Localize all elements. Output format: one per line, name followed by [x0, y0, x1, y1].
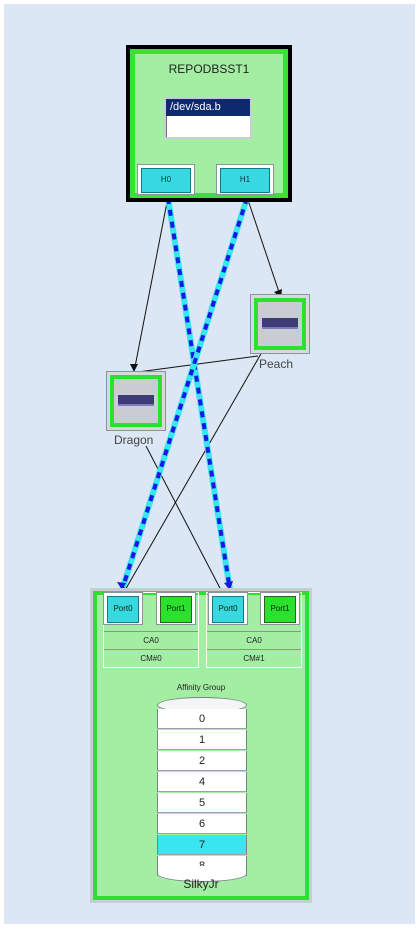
active-path-h1 [119, 197, 250, 591]
switch-icon [118, 395, 154, 406]
switch-peach[interactable] [250, 294, 310, 354]
switch-dragon-label: Dragon [114, 433, 154, 447]
device-path: /dev/sda.b [166, 99, 250, 116]
link-h0-dragon [133, 196, 169, 373]
controller-module-1[interactable]: CA0 CM#1 [206, 592, 302, 668]
lun-7-selected[interactable]: 7 [157, 835, 247, 855]
host-name: REPODBSST1 [168, 62, 250, 76]
host-port-h1[interactable]: H1 [216, 164, 274, 195]
host-port-h0[interactable]: H0 [137, 164, 195, 195]
cm-label: CM#0 [104, 649, 198, 667]
arrowhead [130, 364, 138, 372]
lun-1[interactable]: 1 [157, 730, 247, 750]
cm-label: CM#1 [207, 649, 301, 667]
link-dragon-peach [137, 355, 259, 373]
lun-0[interactable]: 0 [157, 709, 247, 729]
switch-peach-label: Peach [259, 357, 294, 371]
switch-icon [262, 318, 298, 329]
storage-port-cm0-port0[interactable]: Port0 [103, 592, 143, 625]
storage-port-cm1-port0[interactable]: Port0 [208, 592, 248, 625]
affinity-group-title: Affinity Group [176, 683, 226, 692]
arrowhead [117, 582, 126, 590]
lun-stack-bottom [157, 866, 247, 882]
host-port-label: H1 [220, 168, 270, 193]
switch-dragon[interactable] [106, 371, 166, 431]
ca-label: CA0 [207, 631, 301, 649]
host-device-box[interactable]: /dev/sda.b [164, 97, 252, 139]
storage-port-cm0-port1[interactable]: Port1 [156, 592, 196, 625]
link-peach-port0a [123, 351, 263, 593]
lun-2[interactable]: 2 [157, 751, 247, 771]
arrowhead [224, 581, 233, 590]
ca-label: CA0 [104, 631, 198, 649]
lun-4[interactable]: 4 [157, 772, 247, 792]
lun-6[interactable]: 6 [157, 814, 247, 834]
lun-5[interactable]: 5 [157, 793, 247, 813]
controller-module-0[interactable]: CA0 CM#0 [103, 592, 199, 668]
host-port-label: H0 [141, 168, 191, 193]
storage-port-cm1-port1[interactable]: Port1 [260, 592, 300, 625]
storage-name: SilkyJr [183, 877, 219, 891]
active-path-h0 [165, 197, 233, 591]
link-h1-peach [246, 196, 282, 299]
